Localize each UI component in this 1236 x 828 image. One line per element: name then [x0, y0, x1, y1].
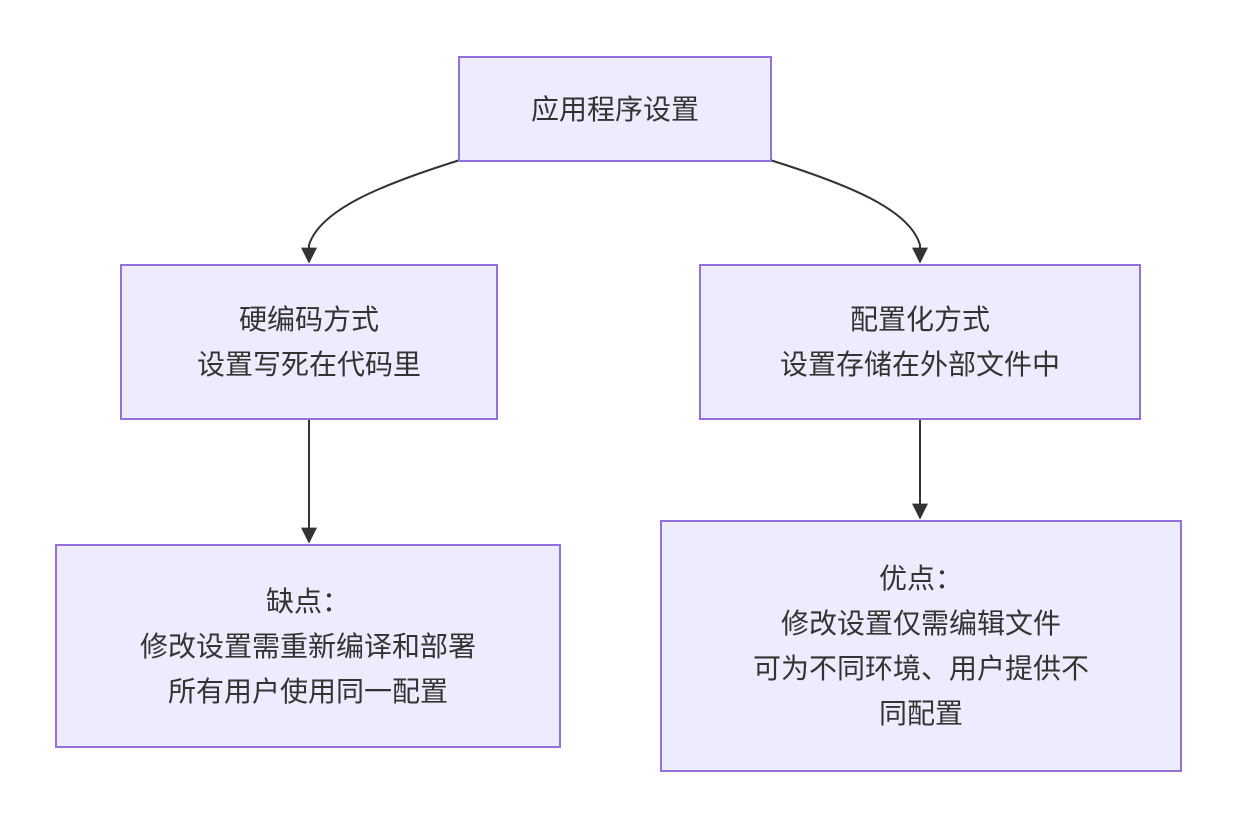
edge-root-to-hardcode [301, 159, 461, 264]
node-cons-label: 缺点： 修改设置需重新编译和部署 所有用户使用同一配置 [139, 584, 476, 708]
node-root[interactable]: 应用程序设置 [458, 56, 772, 162]
node-hardcode[interactable]: 硬编码方式 设置写死在代码里 [120, 264, 498, 420]
node-config[interactable]: 配置化方式 设置存储在外部文件中 [699, 264, 1141, 420]
node-hardcode-label: 硬编码方式 设置写死在代码里 [196, 303, 421, 381]
node-config-label: 配置化方式 设置存储在外部文件中 [779, 303, 1060, 381]
edge-root-to-config [769, 159, 928, 264]
node-root-label: 应用程序设置 [530, 92, 699, 126]
node-pros-label: 优点： 修改设置仅需编辑文件 可为不同环境、用户提供不 同配置 [752, 562, 1089, 730]
node-cons[interactable]: 缺点： 修改设置需重新编译和部署 所有用户使用同一配置 [55, 544, 561, 748]
node-pros[interactable]: 优点： 修改设置仅需编辑文件 可为不同环境、用户提供不 同配置 [660, 520, 1182, 772]
